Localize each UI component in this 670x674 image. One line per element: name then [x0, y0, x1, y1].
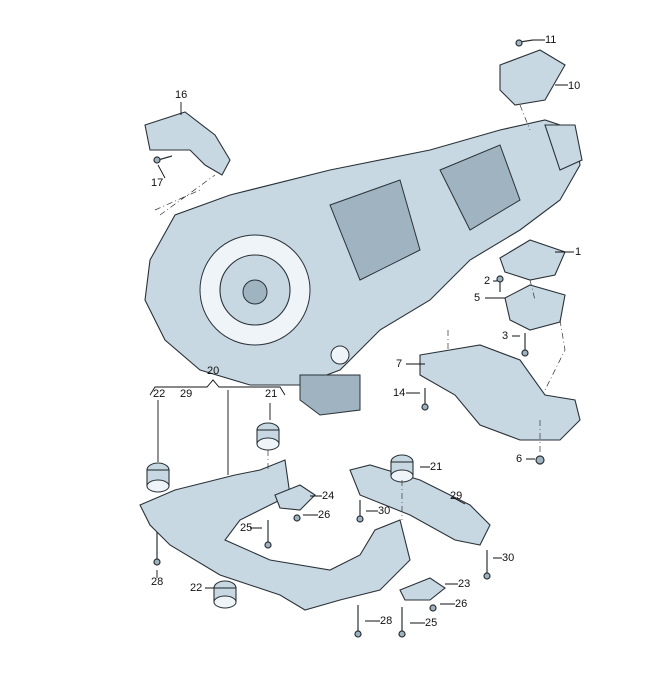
callout-29: 29	[450, 490, 463, 502]
callout-26: 26	[318, 509, 331, 521]
callout-25: 25	[425, 617, 438, 629]
callout-11: 11	[545, 34, 557, 46]
callout-24: 24	[322, 490, 335, 502]
callout-3: 3	[502, 330, 509, 342]
callout-5: 5	[474, 292, 481, 304]
transmission-mount-5	[504, 284, 566, 331]
bolts	[153, 39, 545, 638]
callout-22: 22	[153, 388, 166, 400]
support-bracket-7	[419, 344, 581, 441]
callout-2: 2	[484, 275, 491, 287]
callout-30: 30	[502, 552, 515, 564]
crossmember-29	[349, 464, 491, 546]
callout-10: 10	[568, 80, 581, 92]
crossmember-20	[139, 459, 411, 611]
bracket-24	[274, 484, 316, 511]
callout-30: 30	[378, 505, 391, 517]
callout-23: 23	[458, 578, 471, 590]
callout-7: 7	[396, 358, 403, 370]
heat-shield-10	[499, 49, 566, 106]
callout-16: 16	[175, 89, 188, 101]
heat-shield-16	[144, 111, 231, 176]
callout-22: 22	[190, 582, 203, 594]
callout-14: 14	[393, 387, 406, 399]
bracket-23	[399, 577, 446, 601]
callout-26: 26	[455, 598, 468, 610]
callout-29: 29	[180, 388, 193, 400]
callout-25: 25	[240, 522, 253, 534]
leader-lines	[149, 39, 574, 624]
mount-bracket-1	[499, 239, 566, 281]
transmission-assembly	[144, 119, 583, 416]
callout-1: 1	[575, 246, 582, 258]
callout-28: 28	[380, 615, 393, 627]
callout-21: 21	[430, 461, 443, 473]
callout-21: 21	[265, 388, 278, 400]
callout-6: 6	[516, 453, 523, 465]
callout-17: 17	[151, 177, 164, 189]
callout-28: 28	[151, 576, 164, 588]
rubber-bushings	[146, 422, 414, 609]
callout-20: 20	[207, 365, 220, 377]
